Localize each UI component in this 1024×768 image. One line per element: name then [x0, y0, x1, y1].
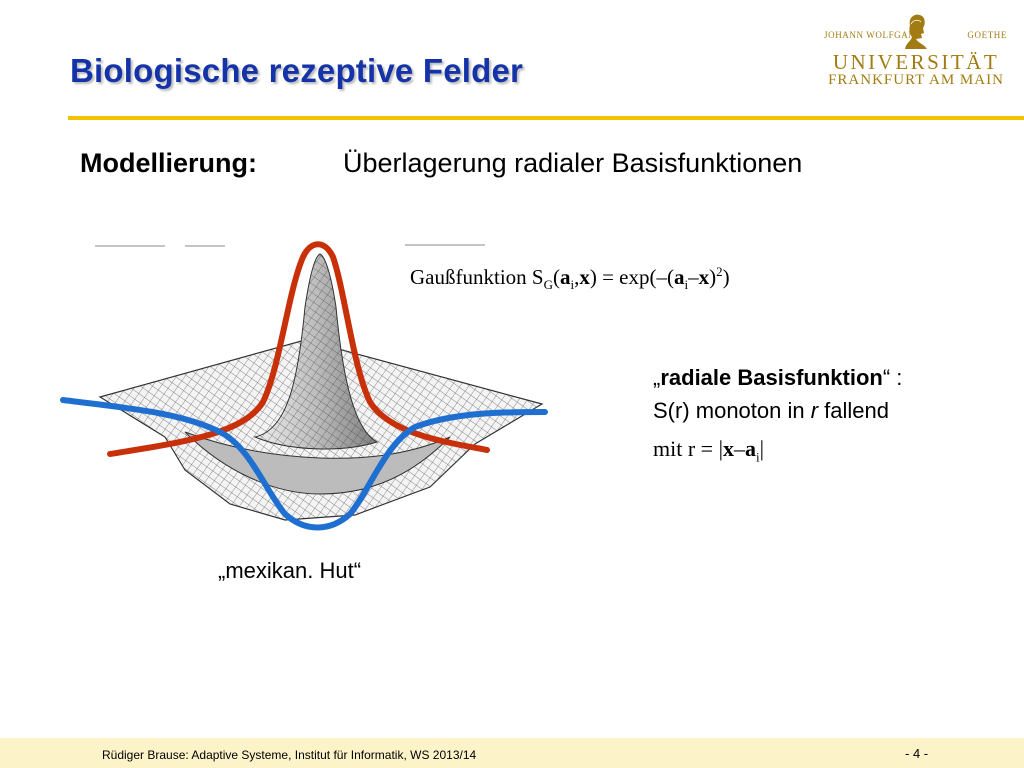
logo-top-right-text: GOETHE	[967, 30, 1007, 40]
university-logo: JOHANN WOLFGANG GOETHE UNIVERSITÄT FRANK…	[818, 8, 1013, 90]
logo-city: FRANKFURT AM MAIN	[828, 72, 1004, 88]
formula-open: (	[552, 265, 560, 289]
definition-term: radiale Basisfunktion	[660, 365, 883, 390]
slide-title: Biologische rezeptive Felder	[70, 52, 524, 89]
definition-term-line: „radiale Basisfunktion“ :	[653, 365, 902, 391]
mesh-trough	[184, 431, 451, 495]
formula-comma: ,	[574, 265, 580, 289]
title-underline	[68, 116, 1024, 120]
formula-vector-a2: a	[674, 265, 685, 289]
formula-sub-g: G	[543, 277, 553, 293]
gaussian-curve	[107, 241, 490, 457]
formula-dash: –	[688, 265, 699, 289]
definition-monotone-line: S(r) monoton in r fallend	[653, 398, 889, 424]
mit-vector-a: a	[744, 436, 756, 461]
formula-sub-i: i	[570, 277, 575, 293]
definition-line2-pre: S(r) monoton in	[653, 398, 811, 423]
logo-top-left-text: JOHANN WOLFGANG	[824, 30, 923, 40]
formula-prefix: Gaußfunktion S	[410, 265, 544, 289]
definition-open-quote: „	[653, 365, 661, 390]
footer-text: Rüdiger Brause: Adaptive Systeme, Instit…	[102, 748, 477, 762]
gauss-formula: Gaußfunktion SG(ai,x) = exp(–(ai–x)2)	[410, 264, 730, 293]
logo-university-name: UNIVERSITÄT	[832, 50, 1000, 74]
heading-label: Modellierung:	[80, 148, 257, 178]
definition-line2-post: fallend	[818, 398, 890, 423]
radius-definition: mit r = |x–ai|	[653, 436, 764, 465]
mit-pre: mit r = |	[653, 436, 723, 461]
footer-bar: Rüdiger Brause: Adaptive Systeme, Instit…	[0, 738, 1024, 768]
mit-vector-x: x	[722, 436, 734, 461]
formula-end: )	[722, 265, 730, 289]
formula-sup-2: 2	[716, 264, 723, 279]
mesh-peak-pattern	[255, 254, 377, 449]
scan-dashes	[95, 244, 485, 247]
formula-sub-i2: i	[684, 277, 689, 293]
definition-line2-var: r	[810, 398, 819, 423]
mexican-hat-figure	[60, 241, 548, 531]
mit-post: |	[759, 436, 765, 461]
formula-vector-a: a	[559, 265, 571, 289]
heading-text: Überlagerung radialer Basisfunktionen	[343, 148, 803, 178]
definition-close-quote: “ :	[882, 365, 903, 390]
formula-close: )	[709, 265, 717, 289]
formula-vector-x: x	[579, 265, 590, 289]
mexican-hat-curve	[60, 397, 548, 531]
formula-vector-x2: x	[698, 265, 710, 289]
mit-dash: –	[733, 436, 745, 461]
page-number: - 4 -	[905, 746, 929, 761]
goethe-portrait-icon	[905, 14, 927, 49]
mit-sub-i: i	[755, 449, 760, 465]
formula-mid: ) = exp(–(	[589, 265, 674, 289]
figure-caption: „mexikan. Hut“	[218, 558, 362, 583]
